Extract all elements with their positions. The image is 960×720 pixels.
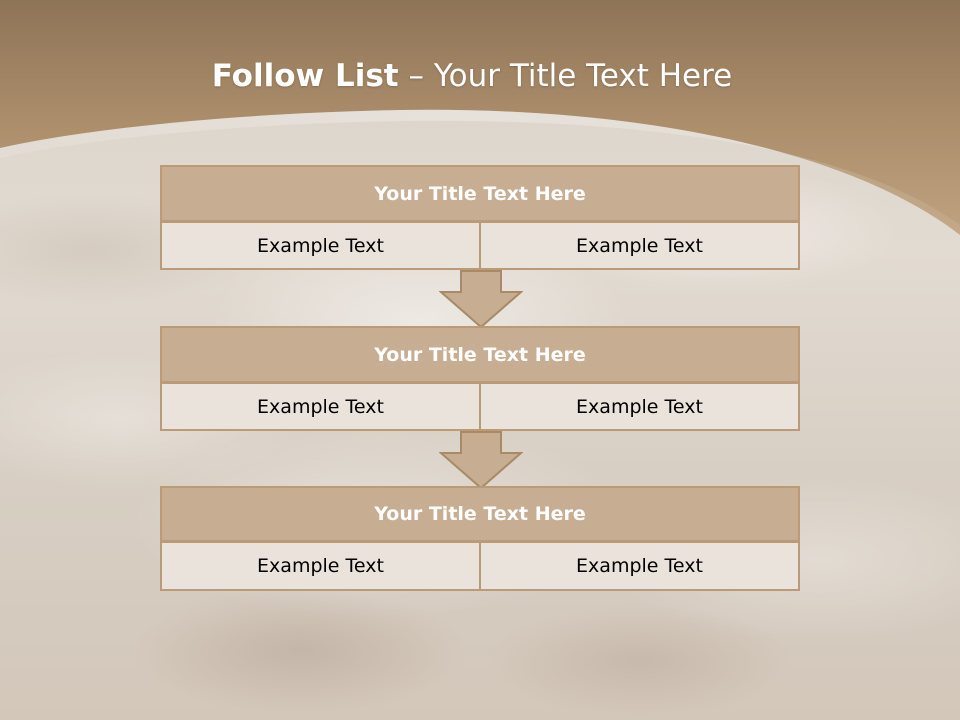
down-arrow-icon <box>439 270 523 329</box>
slide-title-rest: – Your Title Text Here <box>398 58 733 94</box>
slide-title: Follow List – Your Title Text Here <box>0 54 944 98</box>
step-title: Your Title Text Here <box>160 165 800 222</box>
down-arrow-icon <box>439 431 523 490</box>
step-text-left: Example Text <box>160 541 481 591</box>
step-box-2: Your Title Text Here Example Text Exampl… <box>160 326 800 431</box>
step-title: Your Title Text Here <box>160 486 800 542</box>
step-title: Your Title Text Here <box>160 326 800 383</box>
step-box-1: Your Title Text Here Example Text Exampl… <box>160 165 800 270</box>
step-box-3: Your Title Text Here Example Text Exampl… <box>160 486 800 591</box>
step-text-left: Example Text <box>160 382 481 431</box>
step-text-right: Example Text <box>479 221 800 270</box>
step-text-right: Example Text <box>479 541 800 591</box>
step-text-right: Example Text <box>479 382 800 431</box>
slide-title-bold: Follow List <box>211 58 399 94</box>
header-band <box>0 0 960 235</box>
step-text-left: Example Text <box>160 221 481 270</box>
